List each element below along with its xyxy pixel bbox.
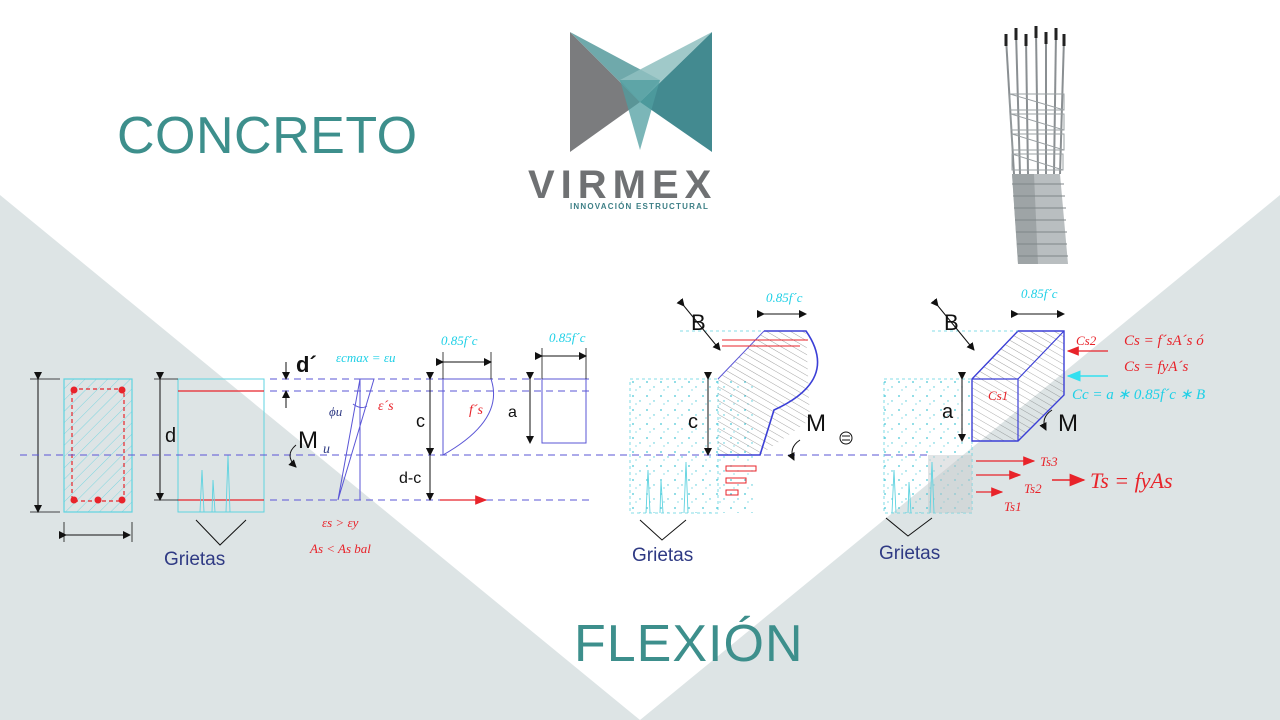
grietas-label-3: Grietas bbox=[879, 543, 940, 564]
stress-085-c: 0.85f´c bbox=[766, 290, 803, 305]
brand-tagline: INNOVACIÓN ESTRUCTURAL bbox=[570, 202, 710, 211]
grietas-label-1: Grietas bbox=[164, 549, 225, 570]
cond-eps: εs > εy bbox=[322, 515, 359, 530]
label-a-1: a bbox=[508, 404, 517, 421]
strain-diagram bbox=[337, 378, 375, 501]
label-c-1: c bbox=[416, 411, 425, 431]
ts3-label: Ts3 bbox=[1040, 454, 1058, 469]
title-flexion: FLEXIÓN bbox=[574, 615, 804, 673]
label-B-2: B bbox=[691, 310, 706, 335]
brand-name: VIRMEX bbox=[528, 163, 718, 207]
label-B-3: B bbox=[944, 310, 959, 335]
cs1-label: Cs1 bbox=[988, 388, 1008, 403]
mu-label-3: M bbox=[1058, 410, 1078, 437]
ts1-label: Ts1 bbox=[1004, 499, 1022, 514]
label-c-2: c bbox=[688, 411, 698, 433]
beam-cross-section bbox=[30, 372, 133, 542]
ts2-label: Ts2 bbox=[1024, 481, 1042, 496]
eps-c-max: εcmax = εu bbox=[336, 350, 396, 365]
label-d: d bbox=[165, 425, 176, 447]
eps-s-prime: ε´s bbox=[378, 399, 394, 414]
title-concreto: CONCRETO bbox=[117, 107, 418, 165]
f-s-prime: f´s bbox=[469, 403, 484, 418]
stress-085-a: 0.85f´c bbox=[441, 333, 478, 348]
cond-as: As < As bal bbox=[309, 541, 371, 556]
beam-elevation-cracked bbox=[154, 372, 265, 546]
stress-085-b: 0.85f´c bbox=[549, 330, 586, 345]
mu-label-2: M bbox=[806, 410, 826, 437]
bg-wedge-left bbox=[0, 195, 640, 720]
label-d-c: d-c bbox=[399, 470, 421, 487]
mu-sub-1: u bbox=[323, 442, 330, 457]
label-a-3: a bbox=[942, 401, 954, 423]
equation-cs-1: Cs = f´sA´s ó bbox=[1124, 333, 1204, 349]
grietas-label-2: Grietas bbox=[632, 545, 693, 566]
equation-cs-2: Cs = fyA´s bbox=[1124, 359, 1188, 375]
stress-085-d: 0.85f´c bbox=[1021, 286, 1058, 301]
equation-ts: Ts = fyAs bbox=[1090, 468, 1173, 493]
mu-label-1: M bbox=[298, 427, 318, 454]
phi-u: ϕu bbox=[329, 404, 343, 419]
equivalent-stress-block bbox=[526, 348, 587, 444]
beam-3d-equivalent-block bbox=[883, 298, 1108, 537]
cs2-label: Cs2 bbox=[1076, 333, 1097, 348]
rebar-column-icon bbox=[1004, 26, 1068, 264]
virmex-logo-icon bbox=[570, 32, 712, 152]
label-d-prime: d´ bbox=[296, 352, 317, 377]
beam-3d-stress-curve bbox=[629, 298, 853, 541]
stress-curve bbox=[436, 352, 495, 505]
equation-cc: Cc = a ∗ 0.85f´c ∗ B bbox=[1072, 387, 1205, 403]
